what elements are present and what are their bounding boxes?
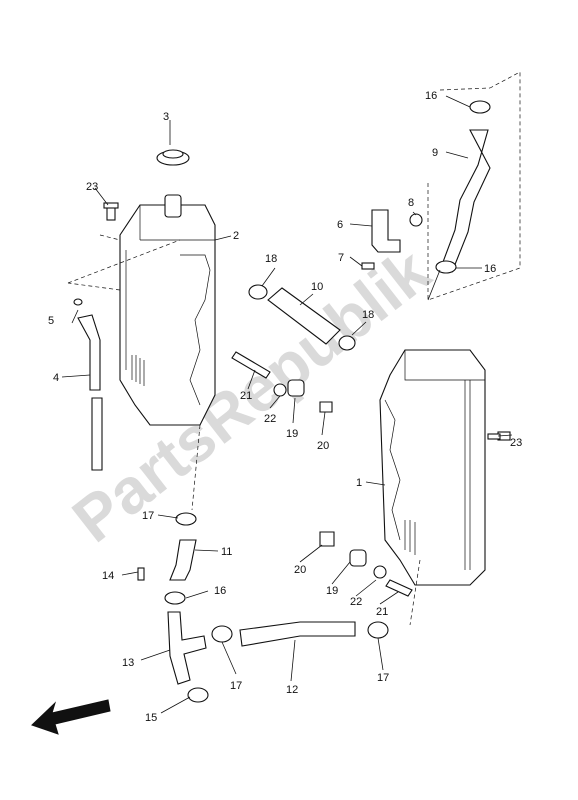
callout-16c: 16	[214, 585, 226, 597]
clamp-18a	[248, 284, 268, 300]
pipe-6	[371, 209, 401, 253]
clamp-17b	[211, 625, 233, 643]
callout-6: 6	[337, 219, 343, 231]
oring-15	[187, 687, 209, 703]
callout-14: 14	[102, 570, 114, 582]
callout-20b: 20	[294, 564, 306, 576]
hose-10	[267, 287, 341, 345]
callout-23b: 23	[510, 437, 522, 449]
clamp-16c	[164, 591, 186, 605]
callout-19b: 19	[326, 585, 338, 597]
callout-3: 3	[163, 111, 169, 123]
front-arrow-icon	[31, 699, 111, 735]
callout-20a: 20	[317, 440, 329, 452]
callout-8: 8	[408, 197, 414, 209]
pipe-13	[167, 611, 207, 685]
callout-21b: 21	[376, 606, 388, 618]
callouts: 3 23 2 5 4 6 7 8 9 16 16 18 10 18 21 22 …	[48, 90, 522, 724]
callout-16b: 16	[484, 263, 496, 275]
callout-1: 1	[356, 477, 362, 489]
callout-9: 9	[432, 147, 438, 159]
callout-4: 4	[53, 372, 59, 384]
callout-17c: 17	[377, 672, 389, 684]
callout-23a: 23	[86, 181, 98, 193]
fasteners-right	[319, 531, 413, 597]
callout-22b: 22	[350, 596, 362, 608]
clip-5	[73, 298, 83, 306]
bolt-7	[361, 262, 375, 270]
callout-11: 11	[221, 546, 232, 558]
clamp-16b	[435, 260, 457, 274]
right-radiator	[379, 349, 486, 586]
callout-17b: 17	[230, 680, 242, 692]
callout-16a: 16	[425, 90, 437, 102]
callout-18b: 18	[362, 309, 374, 321]
clamp-16a	[469, 100, 491, 114]
callout-15: 15	[145, 712, 157, 724]
hose-12	[239, 621, 356, 647]
callout-13: 13	[122, 657, 134, 669]
callout-19a: 19	[286, 428, 298, 440]
clamp-18b	[338, 335, 356, 351]
bolt-14	[137, 567, 145, 581]
hose-4	[77, 314, 103, 471]
hose-9	[439, 129, 491, 273]
fasteners-left	[231, 351, 333, 413]
callout-18a: 18	[265, 253, 277, 265]
clamp-17c	[367, 621, 389, 639]
callout-21a: 21	[240, 390, 252, 402]
bolt-left	[103, 202, 119, 221]
callout-7: 7	[338, 252, 344, 264]
oring-8	[409, 213, 423, 227]
callout-17a: 17	[142, 510, 154, 522]
callout-10: 10	[311, 281, 323, 293]
callout-2: 2	[233, 230, 239, 242]
left-radiator	[119, 204, 216, 426]
callout-12: 12	[286, 684, 298, 696]
hose-11	[169, 539, 197, 581]
callout-5: 5	[48, 315, 54, 327]
clamp-17a	[175, 512, 197, 526]
callout-22a: 22	[264, 413, 276, 425]
radiator-cap	[156, 149, 190, 218]
